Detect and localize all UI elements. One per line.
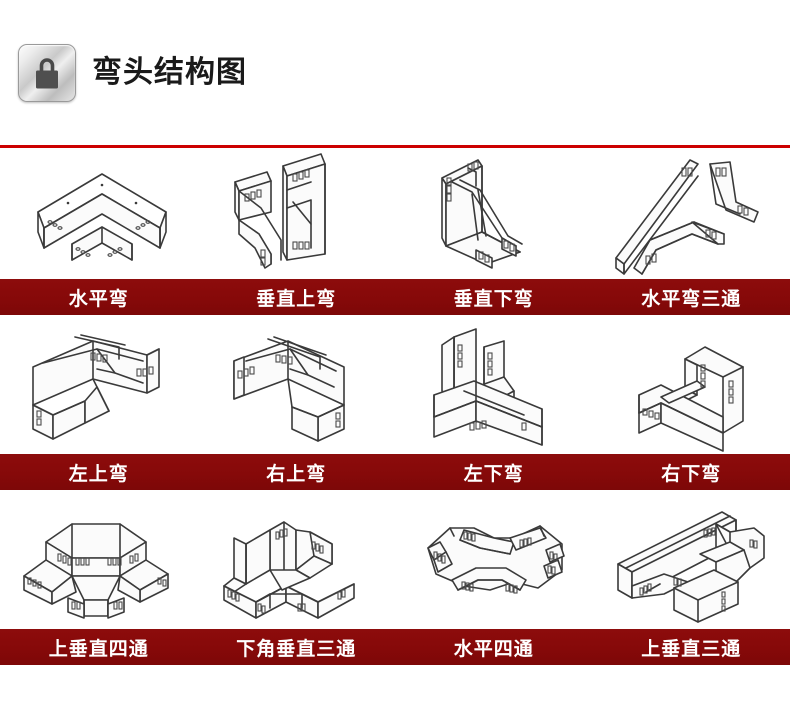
label-vertical-up-bend: 垂直上弯 bbox=[256, 288, 337, 310]
lock-icon bbox=[18, 43, 76, 102]
figure-cell-upper-vertical-tee bbox=[593, 498, 790, 629]
grid-row-1: 水平弯 垂直上弯 垂直下弯 水平弯三通 bbox=[0, 148, 790, 315]
label-vertical-down-bend: 垂直下弯 bbox=[453, 288, 534, 310]
horizontal-bend-tee-drawing bbox=[615, 158, 760, 275]
label-horizontal-cross: 水平四通 bbox=[453, 638, 534, 660]
label-right-up-bend: 右上弯 bbox=[266, 463, 327, 485]
figure-cell-upper-vertical-cross bbox=[0, 498, 198, 629]
grid-row-3: 上垂直四通 下角垂直三通 水平四通 上垂直三通 bbox=[0, 498, 790, 665]
left-up-bend-drawing bbox=[31, 333, 160, 440]
figure-cell-vertical-down-bend bbox=[395, 148, 593, 279]
figure-row-3 bbox=[0, 498, 790, 629]
right-down-bend-drawing bbox=[638, 345, 745, 452]
upper-vertical-cross-drawing bbox=[22, 522, 169, 619]
figure-cell-right-down-bend bbox=[593, 323, 790, 454]
figure-cell-horizontal-bend-tee bbox=[593, 148, 790, 279]
bottom-padding bbox=[0, 665, 790, 695]
label-horizontal-bend-tee: 水平弯三通 bbox=[641, 288, 742, 310]
left-down-bend-drawing bbox=[432, 327, 543, 446]
right-up-bend-drawing bbox=[233, 335, 346, 442]
figure-cell-left-down-bend bbox=[395, 323, 593, 454]
label-bar-row-2: 左上弯 右上弯 左下弯 右下弯 bbox=[0, 454, 790, 490]
label-right-down-bend: 右下弯 bbox=[661, 463, 722, 485]
figure-cell-horizontal-cross bbox=[395, 498, 593, 629]
page-header: 弯头结构图 bbox=[0, 0, 790, 148]
figure-cell-left-up-bend bbox=[0, 323, 198, 454]
row-gap-2 bbox=[0, 490, 790, 498]
figure-row-2 bbox=[0, 323, 790, 454]
horizontal-cross-drawing bbox=[427, 524, 566, 594]
page-title: 弯头结构图 bbox=[92, 55, 247, 89]
label-left-down-bend: 左下弯 bbox=[463, 463, 524, 485]
vertical-up-bend-drawing bbox=[234, 152, 327, 269]
grid-row-2: 左上弯 右上弯 左下弯 右下弯 bbox=[0, 323, 790, 490]
figure-cell-right-up-bend bbox=[198, 323, 396, 454]
figure-cell-horizontal-bend bbox=[0, 148, 198, 279]
label-upper-vertical-cross: 上垂直四通 bbox=[48, 638, 149, 660]
figure-cell-lower-corner-vertical-tee bbox=[198, 498, 396, 629]
vertical-down-bend-drawing bbox=[441, 158, 524, 269]
label-bar-row-1: 水平弯 垂直上弯 垂直下弯 水平弯三通 bbox=[0, 279, 790, 315]
figure-row-1 bbox=[0, 148, 790, 279]
lower-corner-vertical-tee-drawing bbox=[222, 520, 355, 619]
label-left-up-bend: 左上弯 bbox=[68, 463, 129, 485]
label-upper-vertical-tee: 上垂直三通 bbox=[641, 638, 742, 660]
row-gap-1 bbox=[0, 315, 790, 323]
horizontal-bend-drawing bbox=[36, 172, 167, 261]
label-horizontal-bend: 水平弯 bbox=[68, 288, 129, 310]
figure-cell-vertical-up-bend bbox=[198, 148, 396, 279]
upper-vertical-tee-drawing bbox=[616, 510, 765, 623]
label-bar-row-3: 上垂直四通 下角垂直三通 水平四通 上垂直三通 bbox=[0, 629, 790, 665]
label-lower-corner-vertical-tee: 下角垂直三通 bbox=[236, 638, 357, 660]
